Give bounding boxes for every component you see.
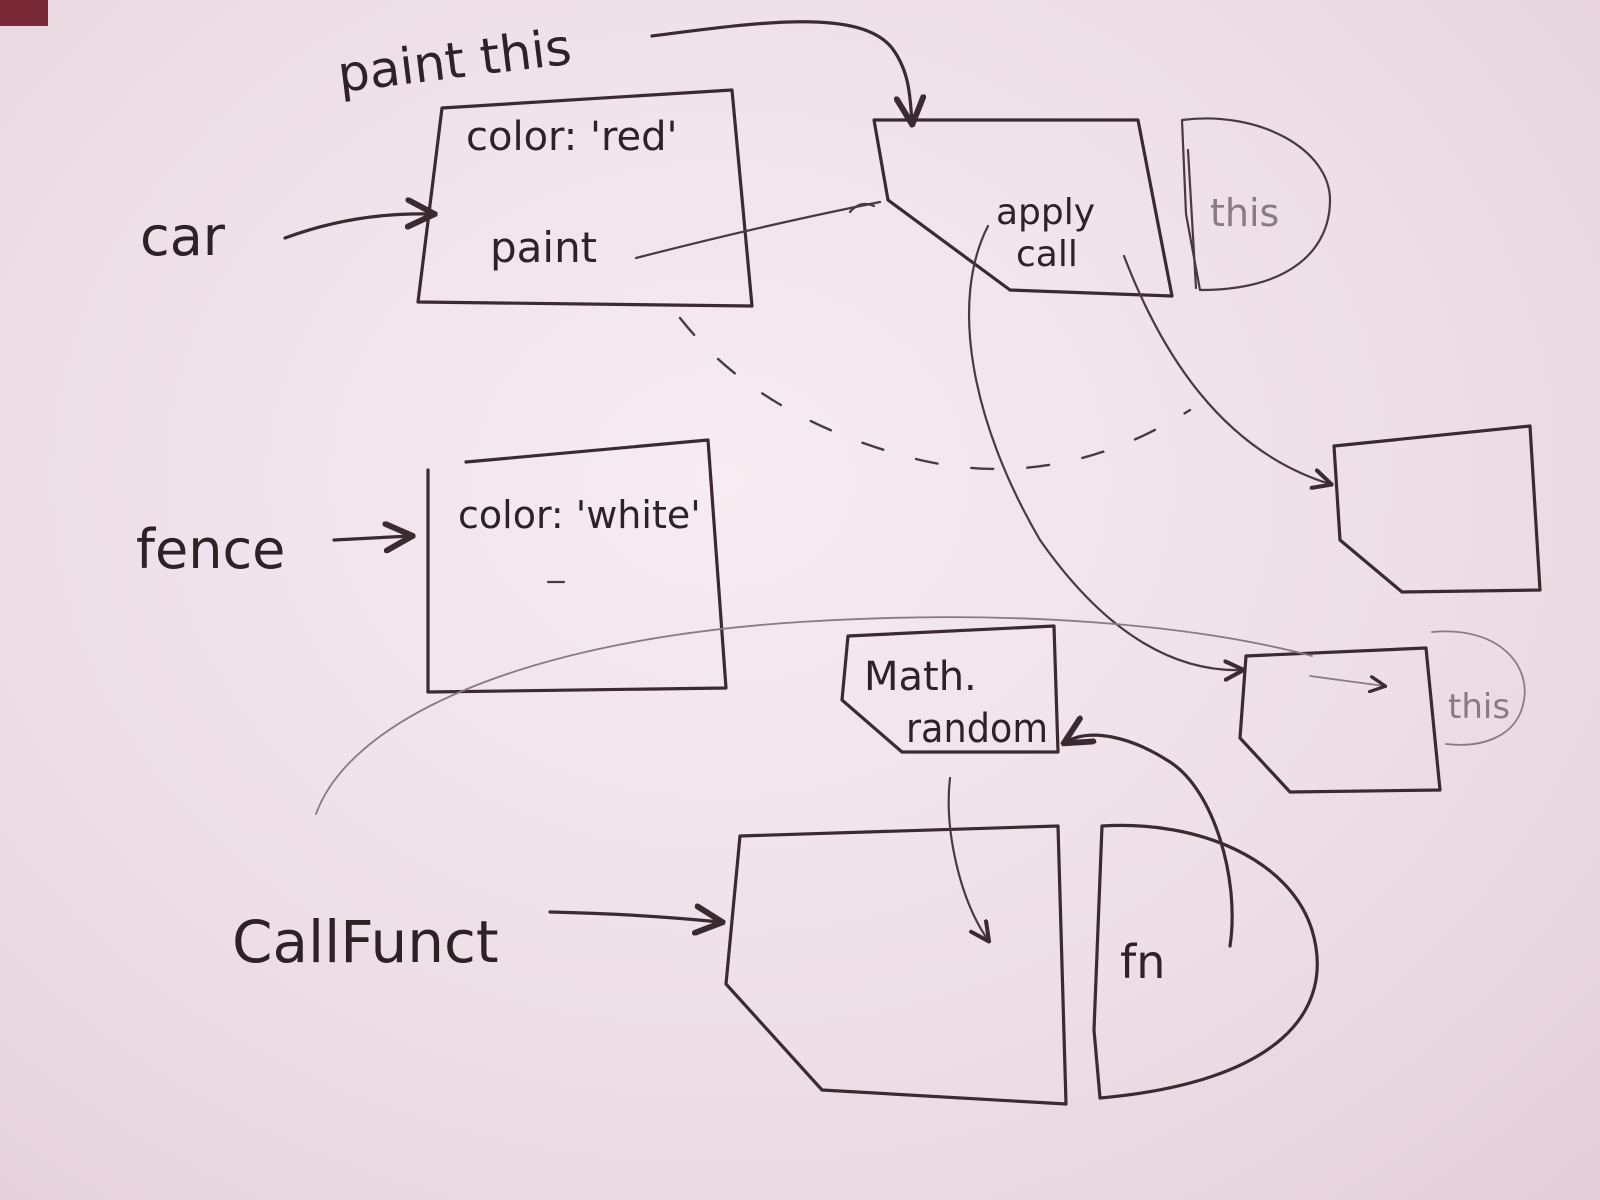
fn-parameter-shape	[1092, 823, 1319, 1100]
paint-function-object: apply call this	[872, 117, 1332, 298]
fence-color-property: color: 'white'	[458, 493, 701, 537]
math-random-object: Math. random	[840, 624, 1060, 754]
apply-target-object-box	[1238, 646, 1442, 794]
callfunct-arrow	[548, 912, 720, 922]
car-color-property: color: 'red'	[466, 114, 678, 160]
car-paint-property: paint	[490, 223, 597, 272]
this-context-shape	[1180, 117, 1332, 292]
random-label: random	[906, 706, 1048, 752]
call-method-label: call	[1016, 234, 1078, 275]
car-object-box	[416, 88, 754, 308]
faint-long-arc	[315, 616, 1313, 815]
this-divider	[1186, 148, 1198, 290]
callfunct-label: CallFunct	[232, 908, 499, 976]
paint-this-annotation: paint this	[334, 18, 574, 104]
car-arrow	[283, 214, 432, 240]
callfunct-box	[724, 824, 1068, 1106]
dashed-context-path	[678, 316, 1192, 471]
apply-method-label: apply	[996, 192, 1095, 233]
fence-label: fence	[136, 518, 285, 581]
fn-reference-arrow	[1066, 735, 1234, 948]
faint-this-label: this	[1448, 687, 1510, 727]
paint-reference-hook	[848, 202, 876, 214]
fence-object-box	[426, 438, 728, 694]
faint-this-shape	[1431, 630, 1526, 746]
math-random-box	[840, 624, 1060, 754]
car-label: car	[140, 205, 226, 268]
paint-function-box	[872, 118, 1174, 298]
car-object: color: 'red' paint	[416, 88, 754, 308]
apply-arrow	[967, 224, 1242, 670]
paint-reference-line	[634, 200, 882, 260]
fence-arrow	[332, 536, 410, 540]
math-random-invoke-arrow	[947, 776, 988, 940]
this-label: this	[1210, 191, 1279, 235]
table-corner	[0, 0, 48, 26]
fence-object: color: 'white'	[426, 438, 728, 694]
call-arrow	[1122, 254, 1330, 484]
paint-this-arrow	[650, 20, 912, 122]
fn-parameter-label: fn	[1120, 935, 1165, 989]
call-target-object-box	[1332, 424, 1542, 594]
math-label: Math.	[864, 654, 977, 700]
callfunct-object: fn	[724, 823, 1319, 1106]
faint-inner-arrow	[1309, 675, 1384, 686]
